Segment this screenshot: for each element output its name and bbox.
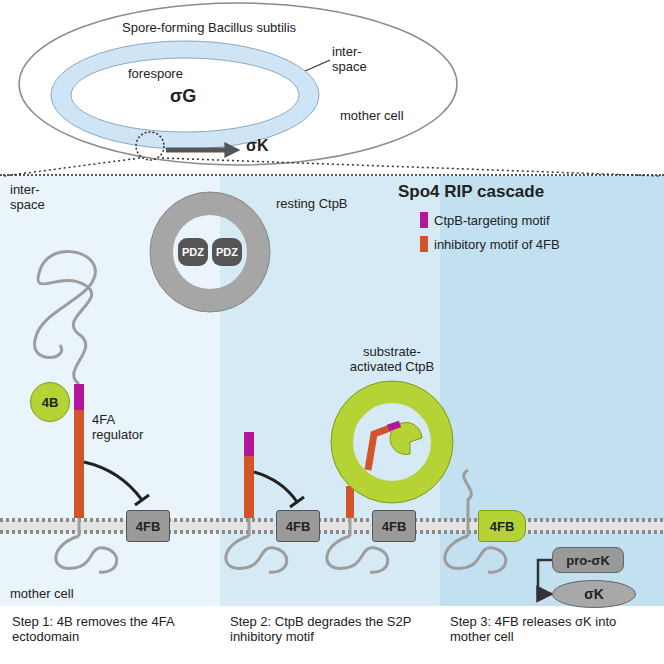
node-label: σK (584, 587, 604, 602)
annotation: 4FA regulator (92, 412, 156, 442)
node-label: σG (170, 86, 196, 106)
resting-ctpb: resting CtpB PDZ PDZ (140, 184, 372, 316)
s2p-4fb: 4FB (276, 510, 320, 542)
node-label: 4B (42, 395, 59, 410)
release-arrow (538, 560, 552, 594)
drawing-part (74, 384, 84, 410)
drawing-part (0, 518, 664, 522)
pro-sigma-k: pro-σK (552, 547, 624, 573)
panel-title: Spo4 RIP cascade (398, 182, 544, 201)
node-label: pro-σK (566, 553, 610, 568)
annotation: Spore-forming Bacillus subtilis (122, 20, 296, 35)
drawing-part (0, 520, 664, 532)
drawing-part (166, 148, 234, 153)
drawing-part (56, 518, 117, 572)
drawing-part (84, 462, 142, 500)
drawing-part (4, 158, 140, 176)
step-caption: Step 3: 4FB releases σK into mother cell (450, 614, 655, 644)
step-caption: Step 2: CtpB degrades the S2P inhibitory… (230, 614, 435, 644)
drawing-part (349, 518, 352, 536)
drawing-part (162, 204, 259, 301)
drawing-part (136, 132, 164, 160)
s2p-4fb: 4FB (126, 510, 170, 542)
s2p-4fb: 4FB (372, 510, 416, 542)
drawing-part (254, 472, 297, 502)
drawing-part (248, 518, 251, 536)
drawing-part (71, 58, 299, 132)
annotation: inter-space (332, 44, 378, 74)
node-label: 4FB (490, 519, 515, 534)
node-label: PDZ (182, 245, 204, 260)
drawing-part (290, 497, 304, 507)
drawing-part (464, 470, 472, 536)
annotation: σK (246, 137, 269, 155)
drawing-part (56, 536, 117, 572)
drawing-part (78, 518, 81, 536)
legend-text: CtpB-targeting motif (434, 213, 550, 228)
node-label: PDZ (216, 245, 238, 260)
drawing-part (244, 456, 254, 518)
drawing-part (331, 381, 453, 503)
drawing-part (368, 428, 390, 470)
node-label: 4FB (382, 519, 407, 534)
annotation: mother cell (10, 586, 74, 601)
step-caption: Step 1: 4B removes the 4FA ectodomain (12, 614, 217, 644)
drawing-part (0, 530, 664, 534)
node-label: 4FB (286, 519, 311, 534)
node-label: mother cell (340, 108, 404, 123)
pdz-domain: PDZ (178, 238, 208, 266)
legend-text: inhibitory motif of 4FB (434, 237, 560, 252)
drawing-part (74, 410, 84, 518)
drawing-part (162, 158, 660, 176)
annotation: inter-space (10, 182, 56, 212)
legend-swatch (420, 212, 428, 228)
protease-4b: 4B (30, 382, 70, 422)
drawing-part (0, 176, 220, 606)
drawing-part (150, 192, 270, 312)
legend-swatch (420, 236, 428, 252)
node-label: resting CtpB (276, 196, 366, 211)
drawing-part (135, 495, 149, 505)
drawing-part (244, 432, 254, 456)
sigma-k: σK (552, 580, 636, 608)
drawing-part (51, 41, 319, 149)
drawing-part (388, 424, 400, 428)
drawing-part (19, 3, 457, 165)
forespore-shape: forespore σG (50, 40, 320, 150)
node-label: substrate-activated CtpB (342, 344, 442, 374)
activated-ctpb: substrate-activated CtpB (318, 342, 468, 507)
node-label: forespore (128, 66, 183, 81)
drawing-part (342, 392, 442, 492)
drawing-part (35, 251, 96, 384)
pdz-domain: PDZ (212, 238, 242, 266)
active-4fb: 4FB (478, 510, 526, 542)
drawing-part (346, 486, 354, 518)
drawing-part (303, 60, 330, 72)
node-label: 4FB (136, 519, 161, 534)
